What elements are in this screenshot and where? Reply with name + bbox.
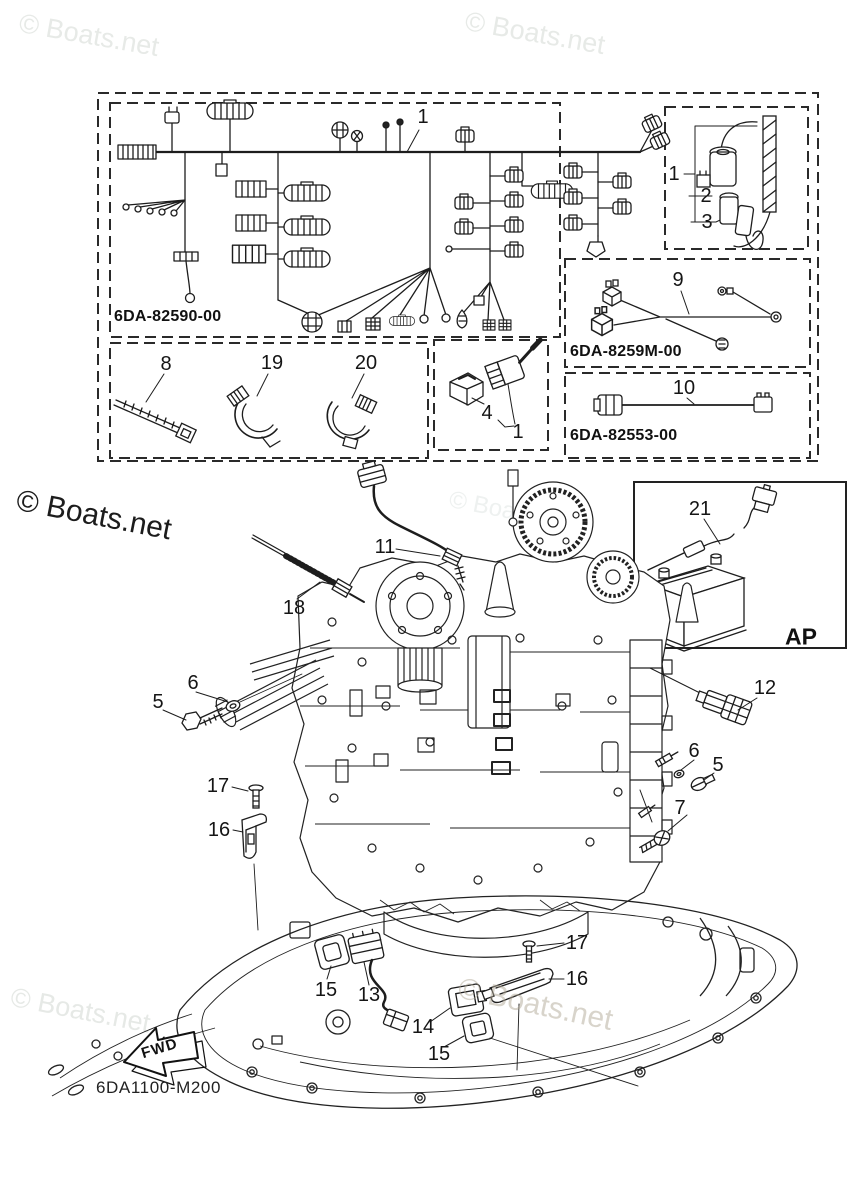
callout-lead-18: 18 (282, 597, 306, 619)
callout-fuse-3: 3 (701, 211, 713, 233)
callout-sensor-13: 13 (357, 984, 381, 1006)
callout-subharness-9: 9 (672, 269, 684, 291)
pan-parts-drawing (314, 928, 639, 1087)
callout-grommet-15a: 15 (314, 979, 338, 1001)
callout-tie-8: 8 (160, 353, 172, 375)
lead-18-drawing (251, 534, 365, 603)
callout-grommet-15b: 15 (427, 1043, 451, 1065)
callout-switch-14: 14 (411, 1016, 435, 1038)
callout-bolt-5-left: 5 (152, 691, 164, 713)
battery-cable-drawing (593, 392, 773, 416)
part-number-main-harness: 6DA-82590-00 (114, 308, 222, 325)
callout-relay-conn-1: 1 (512, 421, 524, 443)
drawing-code: 6DA1100-M200 (96, 1078, 222, 1097)
callout-screw-17-bottom: 17 (565, 932, 589, 954)
callout-harness-1: 1 (417, 106, 429, 128)
part-number-sub-harness: 6DA-8259M-00 (570, 343, 682, 360)
callout-bolt-5-right: 5 (712, 754, 724, 776)
callout-washer-6-left: 6 (187, 672, 199, 694)
dashed-boxes (97, 92, 819, 462)
callout-screw-7: 7 (674, 797, 686, 819)
battery-region-label: AP (785, 623, 817, 650)
cowling-pan-drawing (47, 895, 798, 1109)
sensor-12-drawing (637, 667, 758, 854)
callout-fuse-1: 1 (668, 163, 680, 185)
accessories-drawing (113, 373, 378, 450)
callout-washer-6-right: 6 (688, 740, 700, 762)
sub-harness-drawing (590, 279, 782, 351)
bolt-washer-left-drawing (162, 673, 303, 731)
callout-screw-17-left: 17 (206, 775, 230, 797)
callout-fuse-2: 2 (700, 185, 712, 207)
callout-clamp-19: 19 (260, 352, 284, 374)
callout-clamp-20: 20 (354, 352, 378, 374)
part-number-battery-cable: 6DA-82553-00 (570, 427, 678, 444)
engine-drawing (214, 469, 699, 958)
callout-sensor-12: 12 (753, 677, 777, 699)
callout-relay-4: 4 (481, 402, 493, 424)
fwd-arrow (123, 1027, 207, 1086)
sensor-11-drawing (357, 460, 466, 591)
callout-bracket-16-left: 16 (207, 819, 231, 841)
fuse-assembly-drawing (683, 115, 777, 250)
callout-bracket-16-bottom: 16 (565, 968, 589, 990)
relay-drawing (449, 337, 543, 428)
callout-sensor-11: 11 (374, 536, 396, 558)
main-harness-drawing (117, 99, 672, 333)
callout-cable-10: 10 (672, 377, 696, 399)
screw-bracket-left-drawing (231, 784, 268, 931)
callout-probe-21: 21 (688, 498, 712, 520)
